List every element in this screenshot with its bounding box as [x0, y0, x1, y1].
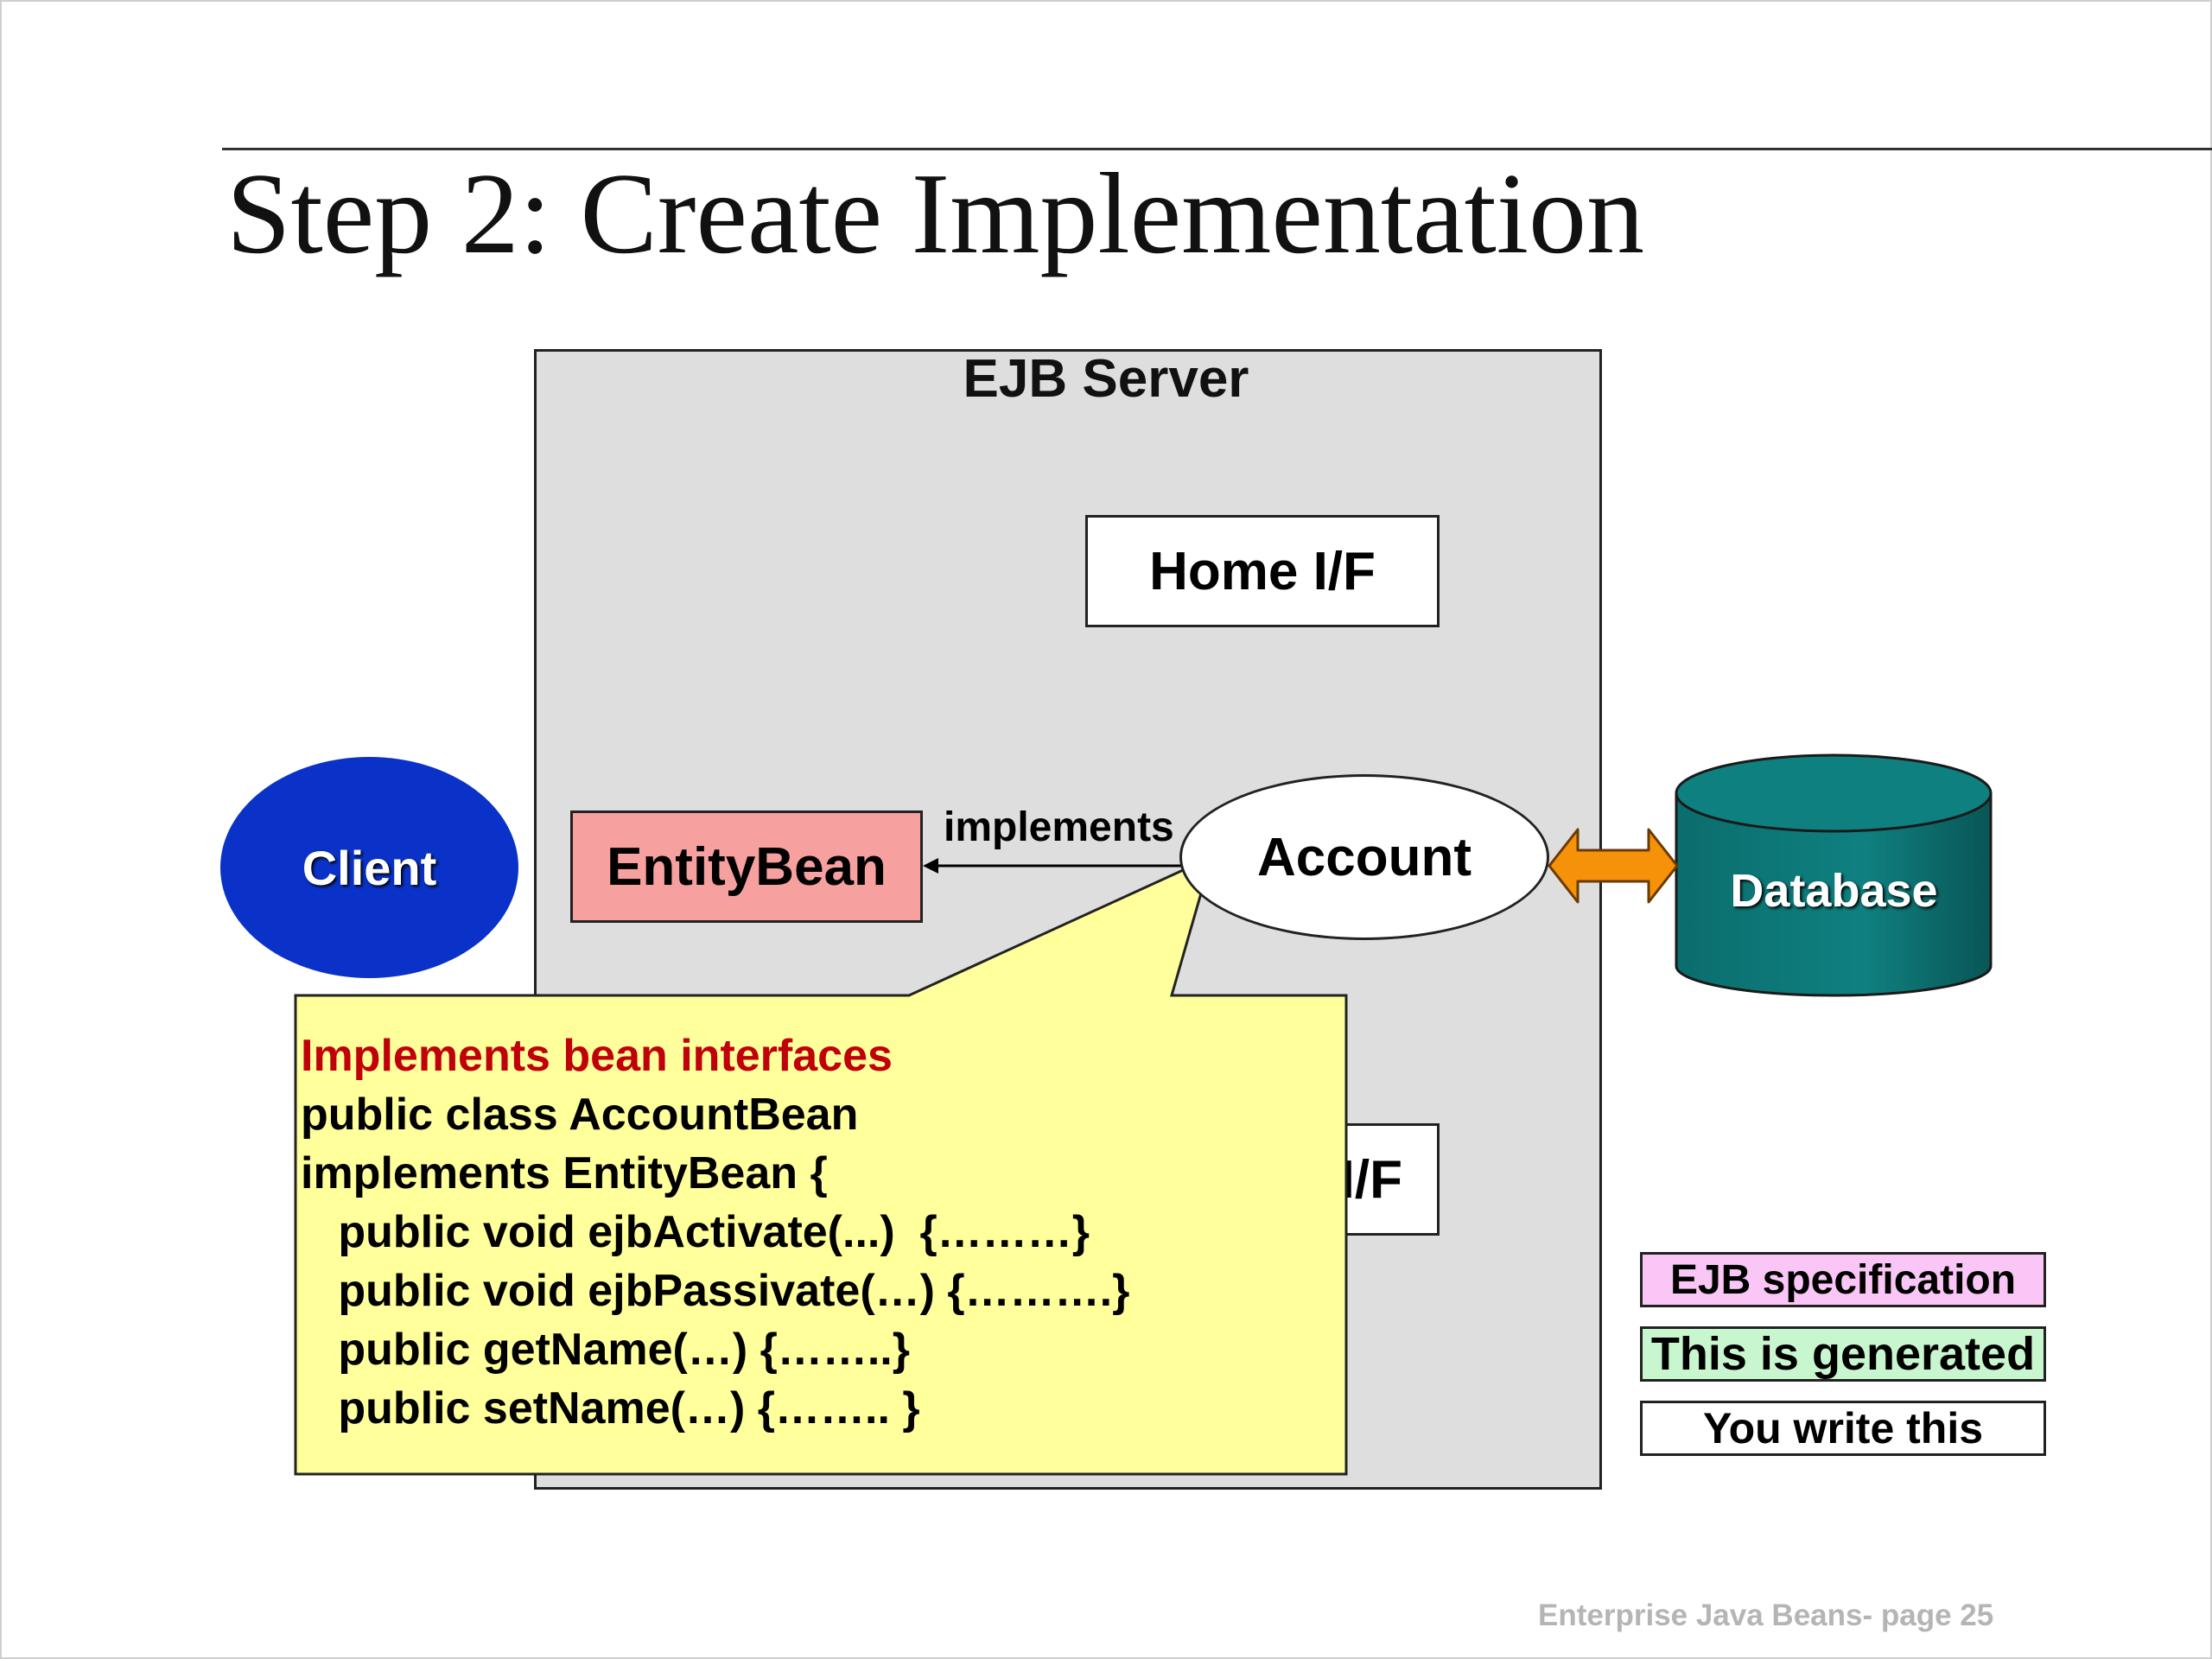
callout-code: Implements bean interfaces public class …: [301, 1027, 1129, 1438]
database-cylinder: [1675, 753, 1993, 997]
code-line: public void ejbPassivate(…) {……….}: [301, 1266, 1130, 1316]
remote-interface-label: I/F: [1339, 1149, 1402, 1210]
code-line: implements EntityBean {: [301, 1148, 828, 1198]
code-line: public setName(…) {…….. }: [301, 1383, 920, 1433]
slide-footer: Enterprise Java Beans- page 25: [1538, 1599, 1994, 1632]
account-label: Account: [1257, 827, 1471, 887]
entity-bean-label: EntityBean: [607, 836, 887, 897]
callout-bubble: [294, 855, 1348, 1476]
client-ellipse: Client: [220, 757, 518, 978]
account-ellipse: Account: [1179, 774, 1549, 940]
title-rule: [222, 148, 2212, 150]
legend-ejb-specification: EJB specification: [1640, 1252, 2046, 1307]
database-label: Database: [1730, 865, 1938, 917]
client-label: Client: [302, 840, 437, 895]
implements-arrowhead: [923, 858, 938, 874]
implements-label: implements: [944, 804, 1174, 850]
legend-you-write: You write this: [1640, 1401, 2046, 1456]
entity-bean-box: EntityBean: [570, 810, 923, 923]
double-arrow-connector: [1548, 828, 1679, 904]
home-interface-label: Home I/F: [1149, 541, 1376, 601]
code-line: public getName(…) {……..}: [301, 1325, 910, 1375]
slide-title: Step 2: Create Implementation: [226, 149, 1645, 277]
code-line: public class AccountBean: [301, 1090, 859, 1140]
legend-generated: This is generated: [1640, 1326, 2046, 1382]
callout-heading: Implements bean interfaces: [301, 1031, 893, 1081]
ejb-server-label: EJB Server: [963, 349, 1249, 409]
home-interface-box: Home I/F: [1085, 515, 1440, 627]
code-line: public void ejbActivate(...) {………}: [301, 1207, 1090, 1257]
